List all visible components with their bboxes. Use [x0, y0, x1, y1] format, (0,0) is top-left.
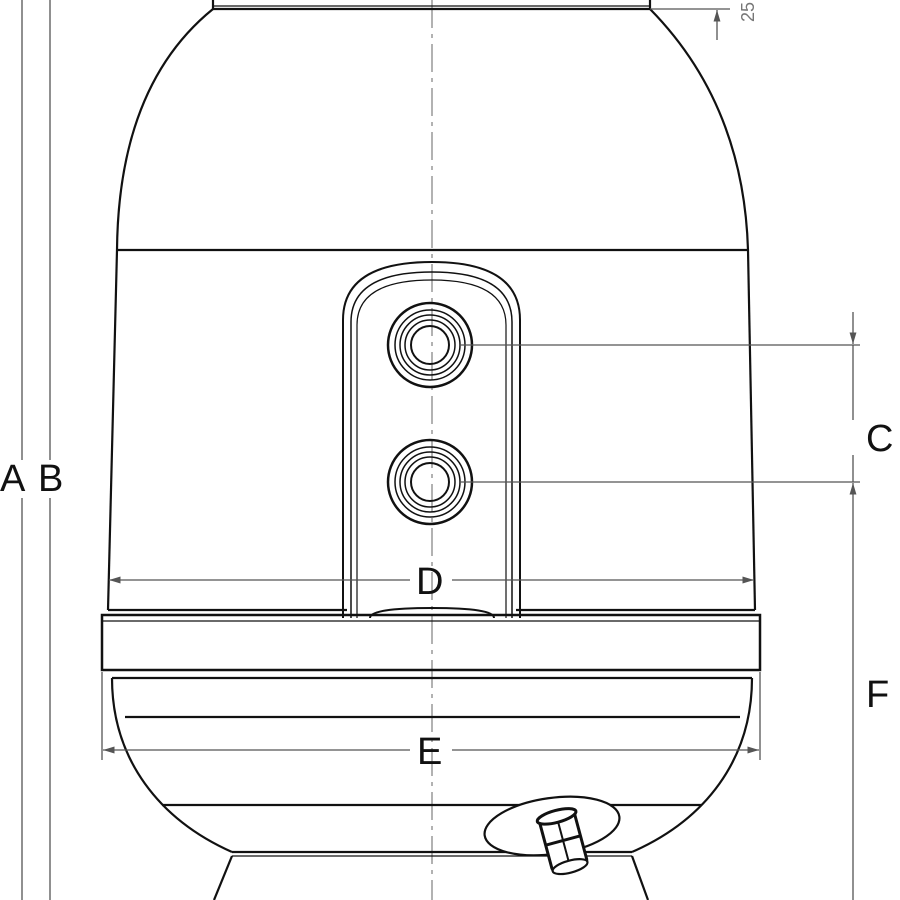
outlet-port: [386, 438, 474, 526]
dim-label-e: E: [417, 731, 443, 773]
drain-valve: [483, 795, 621, 876]
tank-band: [100, 613, 762, 672]
tank-foot: [212, 855, 650, 900]
tank-body: [106, 249, 757, 612]
inlet-port: [386, 301, 474, 389]
dim-label-c: C: [866, 418, 894, 460]
dim-label-25: 25: [738, 1, 758, 22]
port-panel: [342, 260, 521, 619]
dim-label-f: F: [866, 674, 890, 716]
dim-label-d: D: [416, 561, 444, 603]
dim-label-b: B: [38, 458, 64, 500]
tank-dome: [115, 0, 750, 252]
dimension-lines: [21, 0, 860, 900]
dim-label-a: A: [0, 458, 26, 500]
